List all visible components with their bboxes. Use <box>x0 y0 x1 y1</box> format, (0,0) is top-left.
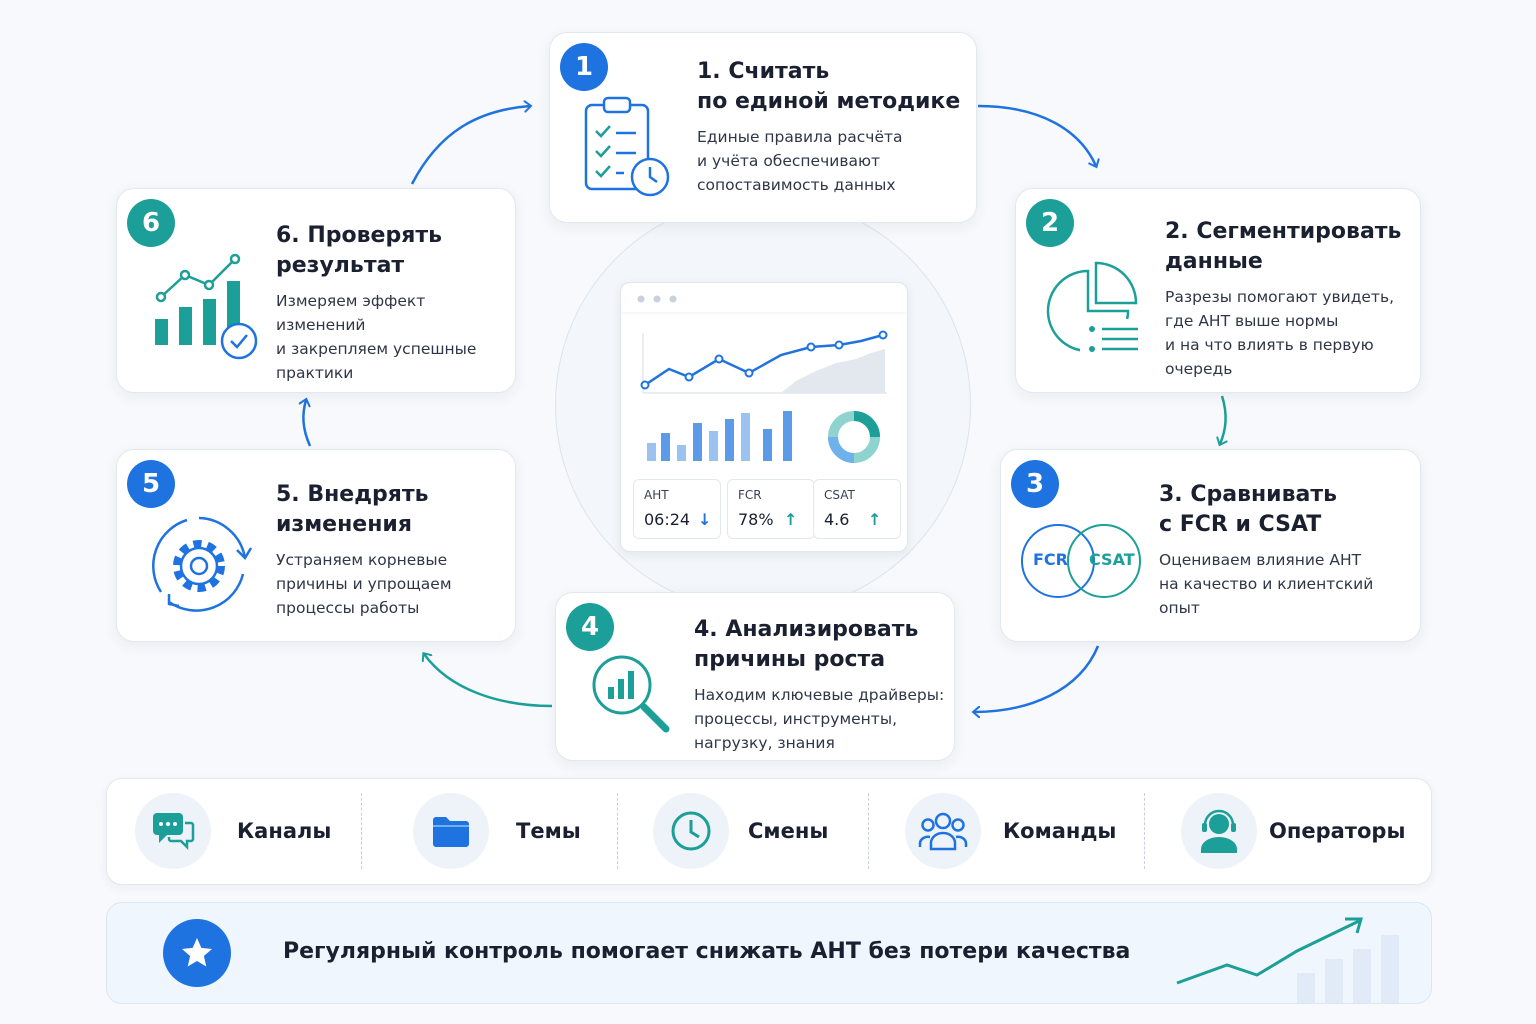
kpi-csat: CSAT 4.6 ↑ <box>813 479 901 539</box>
dashboard-graphics <box>621 295 907 463</box>
step-badge: 4 <box>566 603 614 651</box>
venn-label-csat: CSAT <box>1089 550 1135 569</box>
step-title: 3. Сравнивать с FCR и CSAT <box>1159 482 1338 537</box>
arrow-1-to-2 <box>977 104 1096 166</box>
kpi-fcr: FCR 78% ↑ <box>727 479 815 539</box>
folder-icon <box>433 817 469 847</box>
star-badge <box>163 919 231 987</box>
kpi-value: 78% <box>738 510 774 529</box>
step-title: 6. Проверять результат <box>276 223 442 278</box>
segment-icon-wrap <box>653 793 729 869</box>
trend-line <box>644 333 884 387</box>
divider <box>361 793 362 869</box>
kpi-label: FCR <box>738 488 762 502</box>
operator-headset-icon <box>1201 809 1237 853</box>
segment-label-topics: Темы <box>516 819 581 843</box>
step-badge: 2 <box>1026 199 1074 247</box>
trend-point <box>744 368 754 378</box>
kpi-aht: AHT 06:24 ↓ <box>633 479 721 539</box>
magnifier-chart-icon <box>592 655 670 733</box>
step-title: 2. Сегментировать данные <box>1165 219 1402 274</box>
arrow-up-icon: ↑ <box>784 510 798 529</box>
step-card-6: 6 6. Проверять результат Измеряем эффект… <box>116 188 516 393</box>
segment-icon-wrap <box>905 793 981 869</box>
footer-decor <box>1176 917 1399 1003</box>
star-icon <box>182 938 212 967</box>
segment-label-channels: Каналы <box>237 819 332 843</box>
arrow-6-to-1 <box>410 106 530 185</box>
kpi-value: 06:24 <box>644 510 691 529</box>
step-card-4: 4 4. Анализировать причины роста Находим… <box>555 592 955 761</box>
step-card-1: 1 1. Считать по единой методике Единые п… <box>549 32 977 223</box>
clipboard-clock-icon <box>584 96 670 197</box>
segments-bar: Каналы Темы Смены Команды <box>106 778 1432 885</box>
chat-bubbles-icon <box>153 813 195 851</box>
trend-point <box>714 354 724 364</box>
segment-label-shifts: Смены <box>748 819 829 843</box>
step-card-3: 3 FCR CSAT 3. Сравнивать с FCR и CSAT Оц… <box>1000 449 1421 642</box>
trend-point <box>834 340 844 350</box>
step-description: Оцениваем влияние AHT на качество и клие… <box>1159 551 1374 617</box>
step-card-5: 5 5. Внедрять изменения Устраняем корнев… <box>116 449 516 642</box>
bar-group <box>647 411 792 461</box>
window-dot <box>669 295 677 303</box>
segment-label-operators: Операторы <box>1269 819 1406 843</box>
trend-up-arrow <box>1176 919 1360 985</box>
step-title: 4. Анализировать причины роста <box>694 617 919 672</box>
area-shade <box>781 349 885 393</box>
gear-cycle-icon <box>151 516 253 612</box>
step-badge: 3 <box>1011 460 1059 508</box>
segment-label-teams: Команды <box>1003 819 1117 843</box>
arrow-3-to-4 <box>974 645 1100 712</box>
venn-label-fcr: FCR <box>1033 550 1068 569</box>
divider <box>1144 793 1145 869</box>
divider <box>868 793 869 869</box>
arrow-up-icon: ↑ <box>868 510 882 529</box>
segment-icon-wrap <box>413 793 489 869</box>
kpi-label: AHT <box>644 488 669 502</box>
donut-segment <box>828 436 855 463</box>
step-card-2: 2 2. Сегментировать данные Разрезы помог… <box>1015 188 1421 393</box>
divider <box>617 793 618 869</box>
footer-banner: Регулярный контроль помогает снижать AHT… <box>106 902 1432 1004</box>
arrow-down-icon: ↓ <box>698 510 712 529</box>
step-badge: 1 <box>560 43 608 91</box>
step-badge: 6 <box>127 199 175 247</box>
kpi-label: CSAT <box>824 488 855 502</box>
donut-segment <box>853 411 880 438</box>
venn-fcr-csat-icon: FCR CSAT <box>1021 524 1141 598</box>
kpi-value: 4.6 <box>824 510 850 529</box>
pie-list-icon <box>1046 261 1142 357</box>
arrow-5-to-6 <box>303 400 312 447</box>
step-description: Измеряем эффект изменений и закрепляем у… <box>276 292 477 382</box>
trend-point <box>806 342 816 352</box>
step-title: 5. Внедрять изменения <box>276 482 429 537</box>
trend-point <box>684 372 694 382</box>
trend-point <box>640 380 650 390</box>
trend-point <box>878 330 888 340</box>
footer-text: Регулярный контроль помогает снижать AHT… <box>283 939 1131 964</box>
team-icon <box>918 812 968 851</box>
arrow-2-to-3 <box>1220 395 1226 444</box>
growth-chart-check-icon <box>155 253 258 360</box>
step-description: Находим ключевые драйверы: процессы, инс… <box>694 686 945 752</box>
dashboard-window: AHT 06:24 ↓ FCR 78% ↑ CSAT 4.6 ↑ <box>620 282 908 552</box>
step-description: Устраняем корневые причины и упрощаем пр… <box>276 551 452 617</box>
window-dot <box>653 295 661 303</box>
arrow-4-to-5 <box>424 654 553 708</box>
window-dot <box>637 295 645 303</box>
step-description: Разрезы помогают увидеть, где AHT выше н… <box>1165 288 1395 378</box>
segment-icon-wrap <box>135 793 211 869</box>
step-badge: 5 <box>127 460 175 508</box>
clock-icon <box>671 811 711 851</box>
segment-icon-wrap <box>1181 793 1257 869</box>
venn-circle-csat <box>1067 524 1141 598</box>
step-title: 1. Считать по единой методике <box>697 59 961 114</box>
step-description: Единые правила расчёта и учёта обеспечив… <box>697 128 903 194</box>
